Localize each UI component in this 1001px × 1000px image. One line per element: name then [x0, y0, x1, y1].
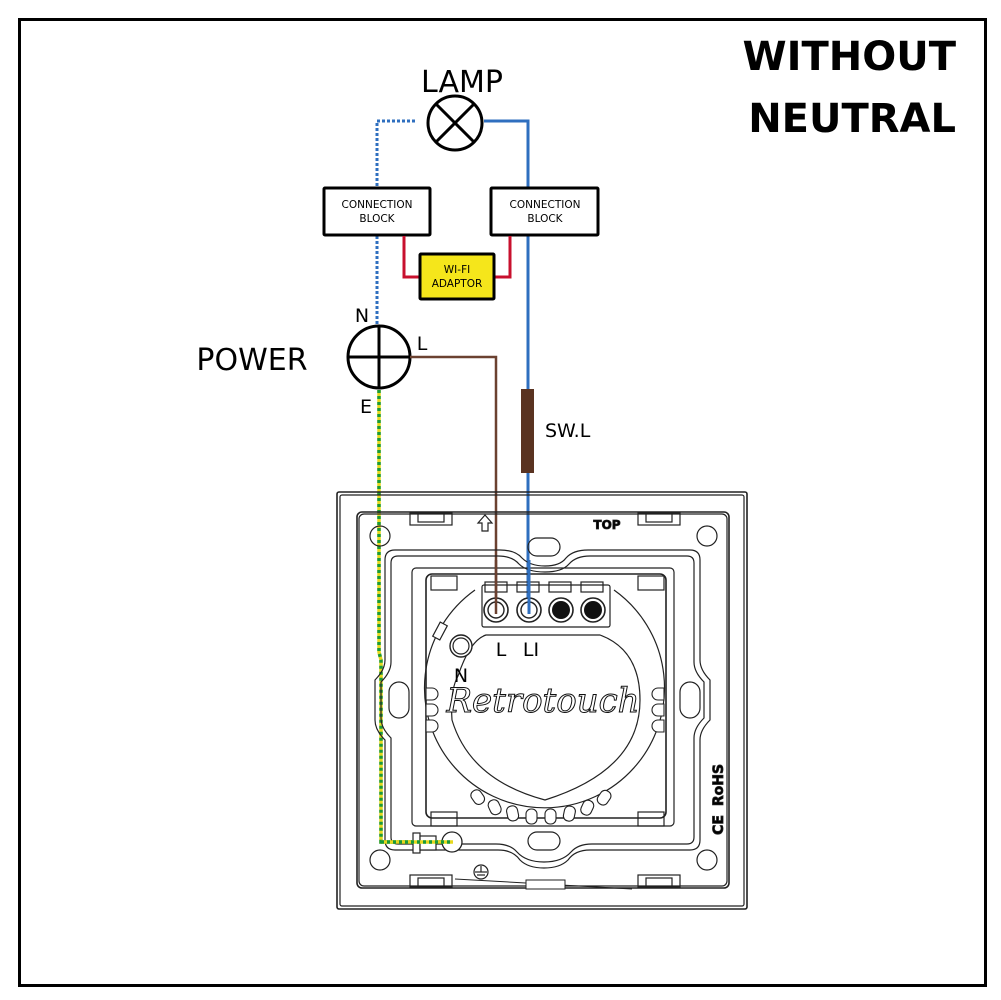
switch-back-plate — [336, 491, 748, 910]
switched-live-sleeve — [521, 389, 534, 473]
ground-symbol-icon — [473, 864, 489, 880]
top-marking: TOP — [593, 518, 620, 532]
terminal-label-n: N — [454, 665, 468, 687]
earth-wire-yellow — [377, 390, 453, 844]
terminal-unused-1 — [548, 597, 574, 623]
connection-block-left-line2: BLOCK — [359, 213, 395, 225]
connection-block-left-line1: CONNECTION — [342, 199, 413, 211]
diagram-frame — [18, 18, 987, 987]
connection-block-right-line1: CONNECTION — [510, 199, 581, 211]
terminal-unused-2 — [580, 597, 606, 623]
wifi-adaptor: WI-FI ADAPTOR — [418, 252, 496, 301]
brand-logo: Retrotouch — [445, 681, 639, 721]
terminal-n — [449, 634, 473, 658]
lamp-label: LAMP — [421, 65, 503, 100]
ce-marking: CE — [711, 815, 727, 835]
release-tab — [431, 621, 449, 641]
adaptor-wire-right — [494, 236, 512, 279]
terminal-label-l: L — [496, 639, 507, 661]
connection-block-right-line2: BLOCK — [527, 213, 563, 225]
live-wire — [410, 355, 498, 604]
power-label: POWER — [196, 343, 307, 378]
title-line-1: WITHOUT — [742, 34, 956, 80]
power-terminal-e: E — [360, 396, 372, 418]
adaptor-wire-left — [402, 236, 420, 279]
connection-block-left: CONNECTION BLOCK — [322, 186, 432, 237]
connection-block-right: CONNECTION BLOCK — [489, 186, 600, 237]
rohs-marking: RoHS — [711, 764, 727, 806]
bottom-notch — [525, 879, 566, 890]
power-terminal-l: L — [417, 333, 428, 355]
wifi-adaptor-line1: WI-FI — [444, 264, 470, 276]
lamp-symbol-icon — [426, 94, 484, 152]
bottom-vents — [470, 789, 612, 825]
wifi-adaptor-line2: ADAPTOR — [432, 278, 483, 290]
up-arrow-icon — [476, 514, 494, 532]
title-line-2: NEUTRAL — [748, 96, 956, 142]
earth-wire-green — [377, 390, 453, 844]
side-clips-right — [651, 687, 665, 733]
power-supply-symbol-icon — [346, 324, 412, 390]
terminal-label-l1: LI — [523, 639, 539, 661]
side-clips-left — [425, 687, 439, 733]
power-terminal-n: N — [355, 305, 369, 327]
switched-live-label: SW.L — [545, 420, 591, 442]
neutral-wire — [375, 119, 415, 326]
